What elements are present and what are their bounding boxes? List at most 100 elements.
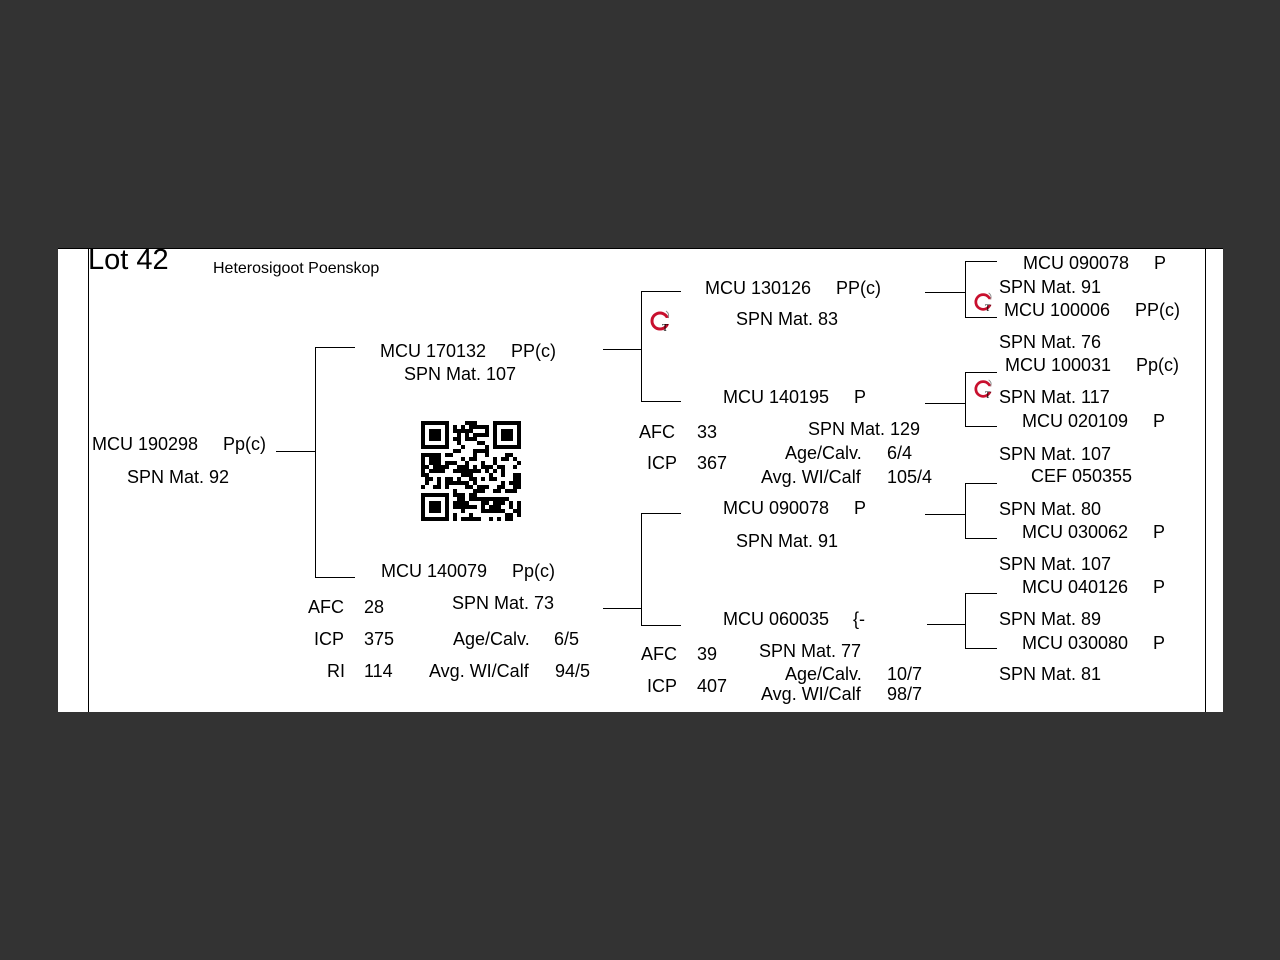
qr-module: [433, 465, 437, 469]
dd-bottom-branch: [965, 648, 997, 649]
gen4-id: MCU 030080: [1022, 633, 1129, 653]
qr-module: [449, 481, 453, 485]
qr-module: [477, 441, 481, 445]
qr-module: [497, 505, 501, 509]
dam-dam-id: MCU 060035: [723, 609, 830, 629]
qr-module: [465, 501, 469, 505]
qr-module: [433, 469, 437, 473]
qr-module: [433, 509, 437, 513]
gen4-code: P: [1154, 253, 1167, 273]
gen4-spn: SPN Mat. 107: [999, 554, 1112, 574]
qr-module: [481, 501, 485, 505]
qr-module: [421, 505, 425, 509]
qr-module: [489, 473, 493, 477]
qr-module: [433, 457, 437, 461]
qr-module: [509, 445, 513, 449]
qr-module: [513, 477, 517, 481]
gen4-id: MCU 100006: [1004, 300, 1111, 320]
qr-module: [429, 501, 433, 505]
qr-module: [501, 497, 505, 501]
qr-module: [457, 493, 461, 497]
qr-module: [477, 517, 481, 521]
qr-module: [437, 501, 441, 505]
dam-sire-id: MCU 090078: [723, 498, 830, 518]
qr-module: [509, 421, 513, 425]
qr-module: [481, 509, 485, 513]
qr-module: [453, 513, 457, 517]
qr-module: [453, 437, 457, 441]
gen4-spn: SPN Mat. 81: [999, 664, 1102, 684]
qr-module: [509, 513, 513, 517]
dam-age-calv: 6/5: [554, 629, 580, 649]
qr-module: [445, 493, 449, 497]
sheet-top-border: [58, 248, 1223, 249]
dam-wi: 94/5: [555, 661, 591, 681]
qr-module: [493, 457, 497, 461]
qr-module: [501, 421, 505, 425]
qr-module: [453, 517, 457, 521]
animal-code: Pp(c): [223, 434, 267, 454]
qr-module: [517, 481, 521, 485]
qr-module: [461, 493, 465, 497]
qr-module: [445, 501, 449, 505]
qr-module: [505, 421, 509, 425]
qr-module: [501, 473, 505, 477]
qr-module: [513, 445, 517, 449]
dam-dam-code: {-: [853, 609, 866, 629]
dam-connector: [603, 608, 641, 609]
qr-module: [465, 421, 469, 425]
animal-connector: [276, 451, 315, 452]
qr-module: [429, 509, 433, 513]
dam-dam-afc-label: AFC: [641, 644, 677, 664]
dam-id: MCU 140079: [381, 561, 488, 581]
qr-module: [501, 457, 505, 461]
qr-module: [485, 425, 489, 429]
qr-module: [453, 505, 457, 509]
qr-module: [441, 445, 445, 449]
qr-module: [497, 465, 501, 469]
qr-module: [429, 445, 433, 449]
gen4-id: MCU 040126: [1022, 577, 1129, 597]
qr-module: [477, 425, 481, 429]
qr-module: [501, 485, 505, 489]
qr-module: [445, 453, 449, 457]
gen4-code: PP(c): [1135, 300, 1180, 320]
qr-module: [509, 453, 513, 457]
qr-module: [445, 441, 449, 445]
qr-module: [453, 461, 457, 465]
qr-module: [445, 505, 449, 509]
dam-spn: SPN Mat. 73: [452, 593, 555, 613]
qr-module: [437, 477, 441, 481]
qr-module: [453, 429, 457, 433]
dam-dam-icp-label: ICP: [647, 676, 678, 696]
qr-module: [445, 509, 449, 513]
qr-module: [509, 429, 513, 433]
qr-module: [461, 465, 465, 469]
sire-dam-age-calv-label: Age/Calv.: [785, 443, 862, 463]
animal-id: MCU 190298: [92, 434, 199, 454]
qr-module: [473, 457, 477, 461]
qr-module: [473, 469, 477, 473]
qr-module: [501, 437, 505, 441]
qr-module: [477, 485, 481, 489]
qr-module: [477, 449, 481, 453]
qr-module: [425, 493, 429, 497]
qr-module: [473, 505, 477, 509]
qr-module: [497, 485, 501, 489]
sire-spn: SPN Mat. 107: [404, 364, 517, 384]
qr-module: [433, 493, 437, 497]
qr-module: [421, 473, 425, 477]
qr-module: [509, 433, 513, 437]
qr-module: [509, 489, 513, 493]
qr-module: [437, 505, 441, 509]
dam-sire-branch: [641, 513, 681, 514]
qr-module: [453, 425, 457, 429]
qr-module: [461, 501, 465, 505]
gt-logo-icon: T: [974, 292, 993, 313]
qr-module: [461, 481, 465, 485]
gen4-id: MCU 020109: [1022, 411, 1129, 431]
qr-module: [497, 517, 501, 521]
qr-module: [517, 433, 521, 437]
qr-module: [513, 473, 517, 477]
qr-module: [493, 433, 497, 437]
